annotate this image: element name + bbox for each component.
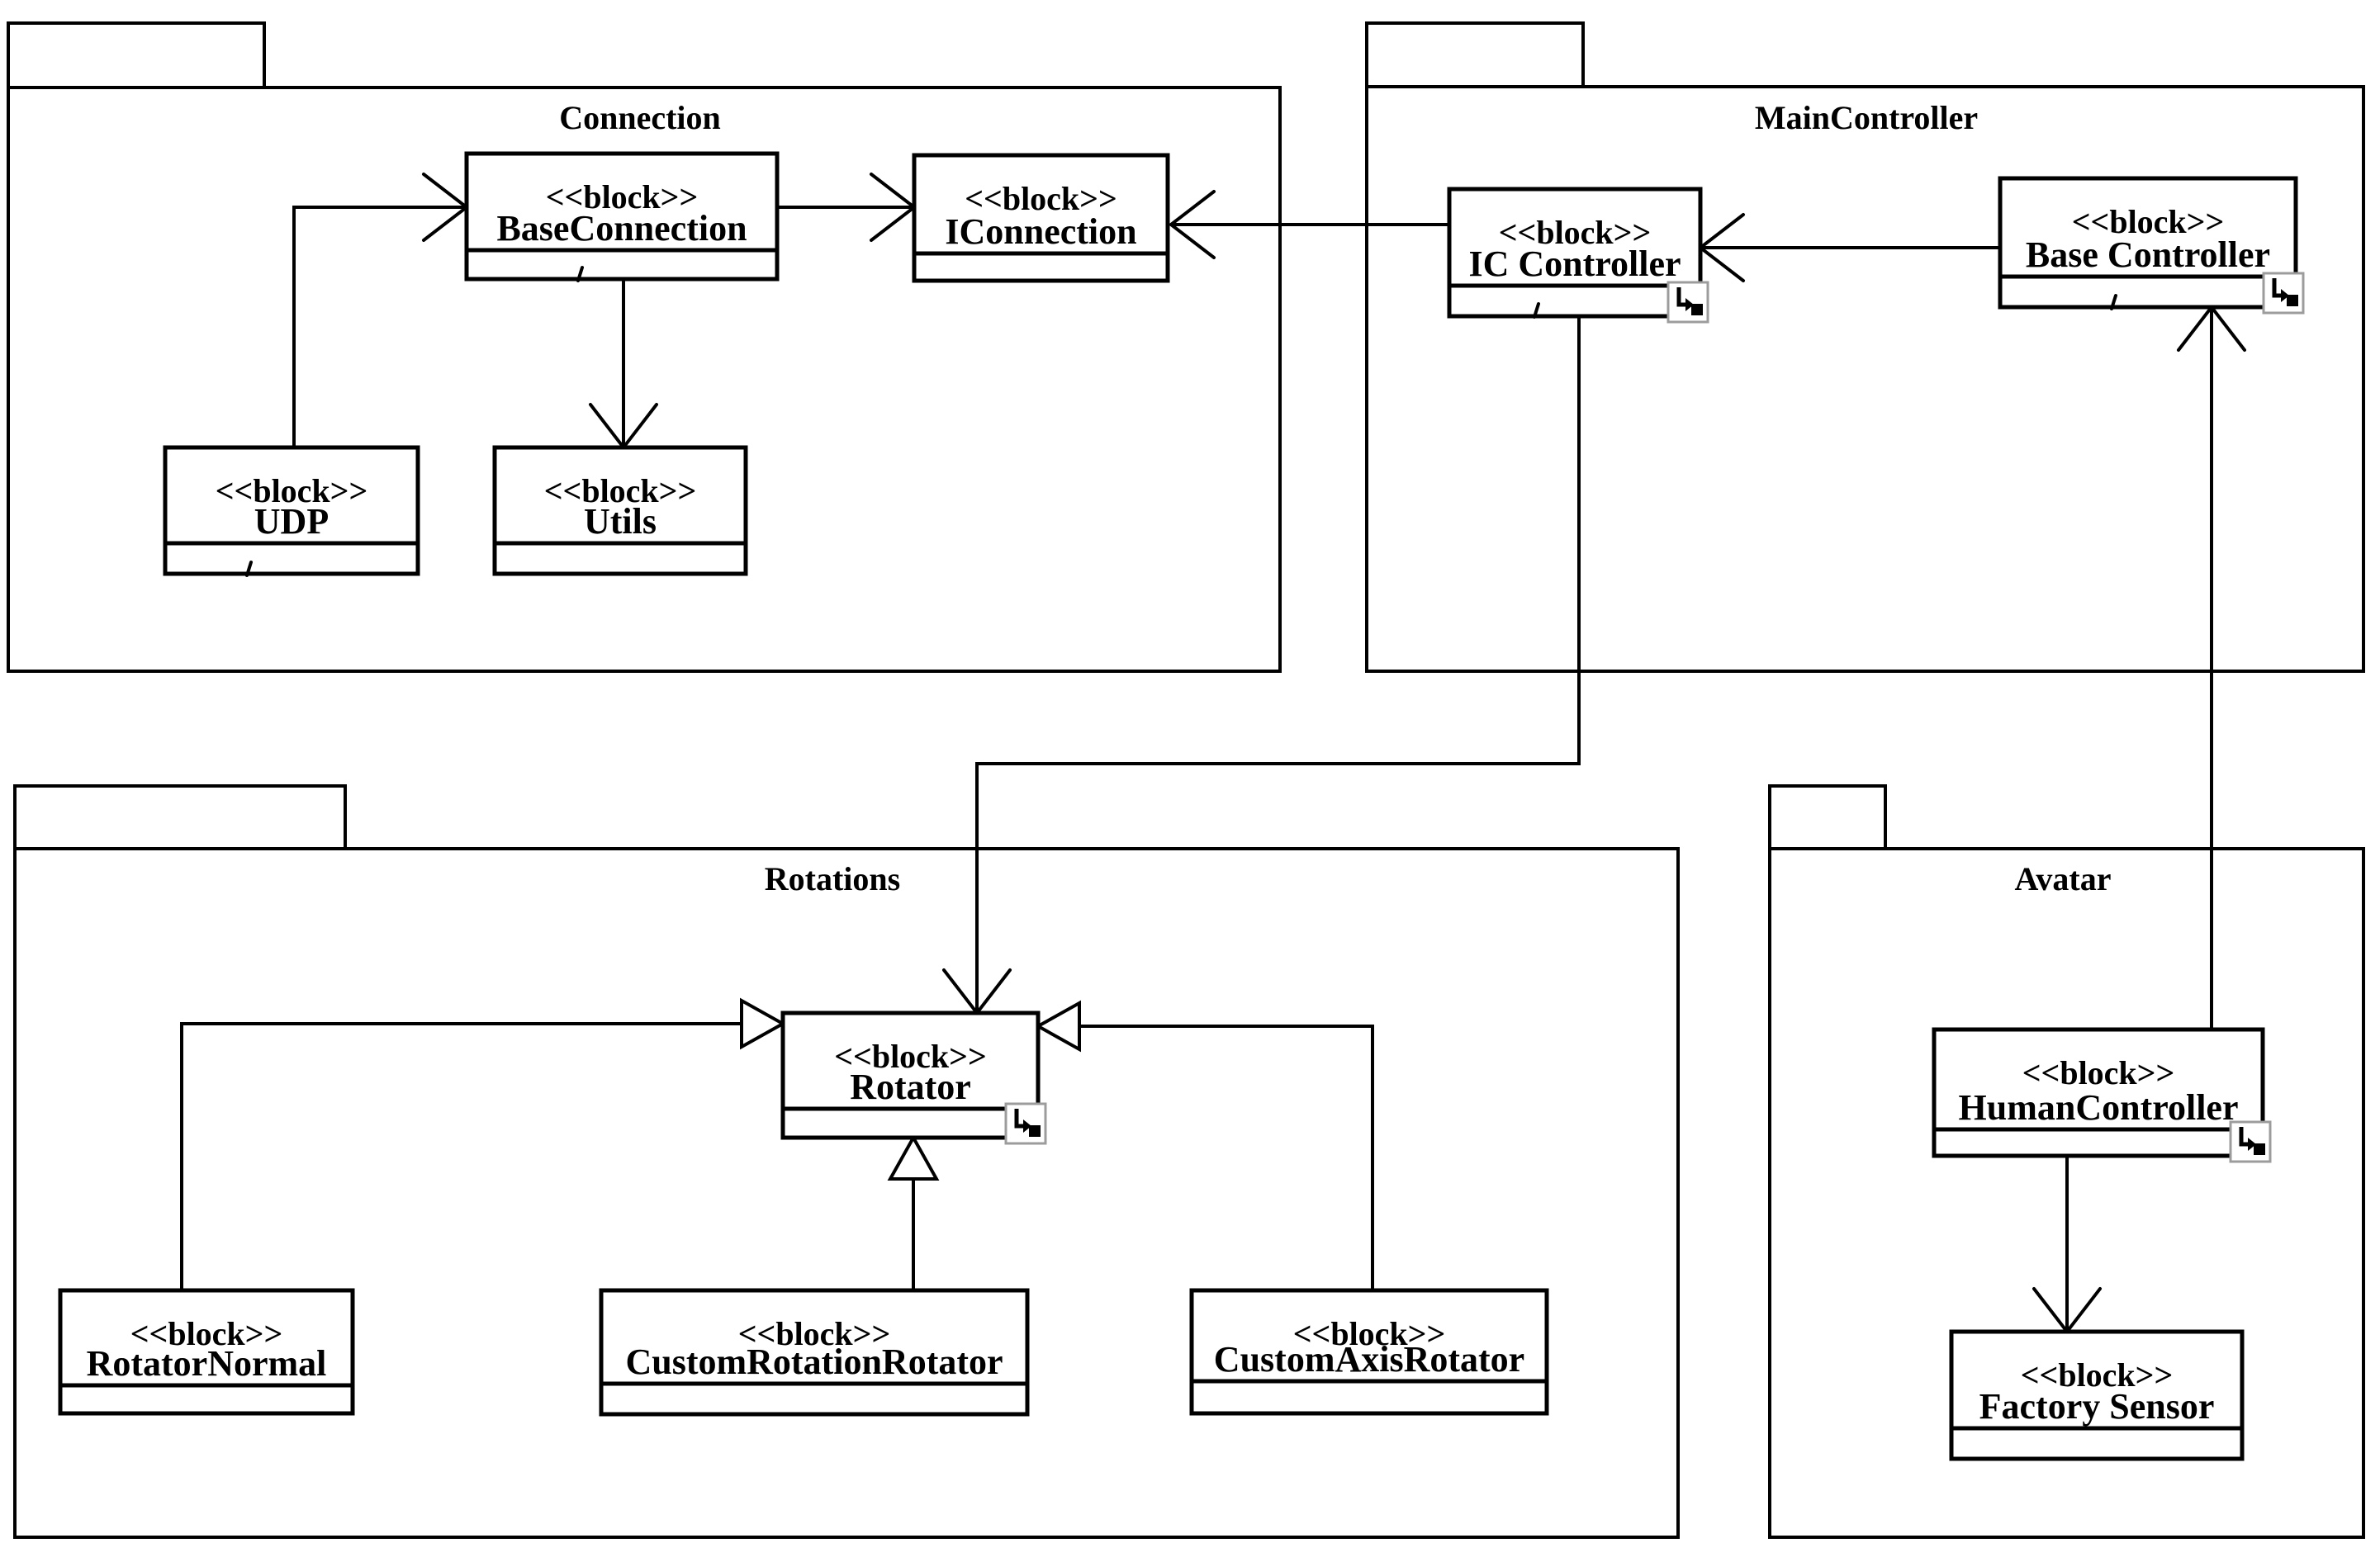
package-tab (7, 21, 266, 89)
block-rotator-normal: <<block>>RotatorNormal (58, 1288, 355, 1416)
structure-icon-square (1029, 1125, 1041, 1137)
package-tab (13, 784, 347, 850)
block-frame (1949, 1329, 2245, 1461)
block-stereotype: <<block>> (2072, 203, 2225, 240)
block-stereotype: <<block>> (1499, 214, 1652, 251)
package-title: Rotations (765, 860, 900, 897)
anchor-tick (2110, 294, 2117, 310)
connector-line (1079, 1025, 1374, 1290)
connector-line (975, 316, 1581, 1013)
structure-icon-arrow-shaft (1676, 287, 1686, 307)
package-rotations: Rotations (13, 784, 1680, 1539)
package-main-controller: MainController (1365, 21, 2365, 673)
connector-custom-axis-rotator-to-rotator (1034, 1000, 1374, 1290)
structure-icon-square (1691, 304, 1703, 315)
block-base-controller: <<block>>Base Controller (1998, 176, 2305, 315)
structure-icon (2229, 1120, 2272, 1163)
block-factory-sensor: <<block>>Factory Sensor (1949, 1329, 2245, 1461)
block-ic-controller: <<block>>IC Controller (1447, 187, 1709, 324)
block-udp: <<block>>UDP (163, 445, 420, 576)
anchor-tick (576, 266, 584, 282)
block-frame (492, 445, 748, 576)
block-stereotype: <<block>> (544, 472, 697, 509)
connector-custom-rotation-rotator-to-rotator (887, 1134, 940, 1290)
block-frame (58, 1288, 355, 1416)
package-title: MainController (1755, 99, 1978, 136)
block-name: IConnection (945, 211, 1136, 252)
anchor-tick (245, 561, 253, 577)
block-stereotype: <<block>> (965, 180, 1117, 217)
connector-line (292, 206, 467, 447)
block-frame (1932, 1027, 2265, 1158)
structure-icon-square (2287, 295, 2298, 306)
block-name: Base Controller (2026, 234, 2270, 275)
anchor-tick (1533, 302, 1540, 319)
block-custom-axis-rotator: <<block>>CustomAxisRotator (1189, 1288, 1549, 1416)
block-stereotype: <<block>> (2022, 1054, 2175, 1091)
block-custom-rotation-rotator: <<block>>CustomRotationRotator (599, 1288, 1030, 1417)
structure-icon-arrowhead (1023, 1119, 1031, 1133)
package-body (1365, 85, 2365, 673)
block-frame (1447, 187, 1703, 319)
block-name: UDP (254, 501, 329, 542)
connector-ic-controller-to-i-connection (1168, 190, 1449, 259)
block-human-controller: <<block>>HumanController (1932, 1027, 2272, 1163)
package-title: Avatar (2015, 860, 2112, 897)
block-stereotype: <<block>> (2021, 1356, 2174, 1394)
block-name: RotatorNormal (87, 1343, 327, 1384)
package-body (13, 847, 1680, 1539)
block-name: IC Controller (1468, 244, 1681, 284)
block-frame (1998, 176, 2298, 310)
block-name: Factory Sensor (1979, 1386, 2215, 1427)
block-name: BaseConnection (496, 208, 747, 248)
block-frame (1189, 1288, 1549, 1416)
block-name: Utils (584, 501, 657, 542)
block-frame (912, 153, 1170, 283)
block-name: HumanController (1959, 1087, 2239, 1128)
block-rotator: <<block>>Rotator (780, 1011, 1047, 1145)
structure-icon-arrowhead (2281, 289, 2289, 302)
block-name: CustomRotationRotator (625, 1342, 1003, 1382)
package-tab (1768, 784, 1887, 850)
structure-icon-arrow-shaft (2239, 1127, 2249, 1147)
structure-icon (2262, 272, 2305, 315)
connector-line (180, 1022, 742, 1290)
block-stereotype: <<block>> (738, 1315, 891, 1352)
structure-icon-arrow-shaft (1014, 1109, 1024, 1129)
package-tab (1365, 21, 1585, 88)
package-title: Connection (559, 99, 721, 136)
block-utils: <<block>>Utils (492, 445, 748, 576)
block-stereotype: <<block>> (216, 472, 368, 509)
block-frame (163, 445, 420, 576)
connector-rotator-normal-to-rotator (180, 997, 787, 1290)
block-frame (780, 1011, 1041, 1140)
block-stereotype: <<block>> (834, 1038, 987, 1075)
structure-icon (1666, 281, 1709, 324)
block-stereotype: <<block>> (546, 178, 699, 215)
block-name: CustomAxisRotator (1214, 1339, 1524, 1380)
block-frame (599, 1288, 1030, 1417)
block-i-connection: <<block>>IConnection (912, 153, 1170, 283)
structure-icon-arrowhead (1685, 298, 1694, 311)
block-stereotype: <<block>> (1293, 1315, 1446, 1352)
block-frame (464, 151, 780, 282)
structure-icon (1004, 1102, 1047, 1145)
structure-icon-arrowhead (2248, 1138, 2256, 1151)
block-stereotype: <<block>> (130, 1315, 283, 1352)
structure-icon-square (2254, 1143, 2265, 1155)
structure-icon-arrow-shaft (2272, 278, 2282, 298)
block-base-connection: <<block>>BaseConnection (464, 151, 780, 282)
block-name: Rotator (850, 1067, 971, 1107)
